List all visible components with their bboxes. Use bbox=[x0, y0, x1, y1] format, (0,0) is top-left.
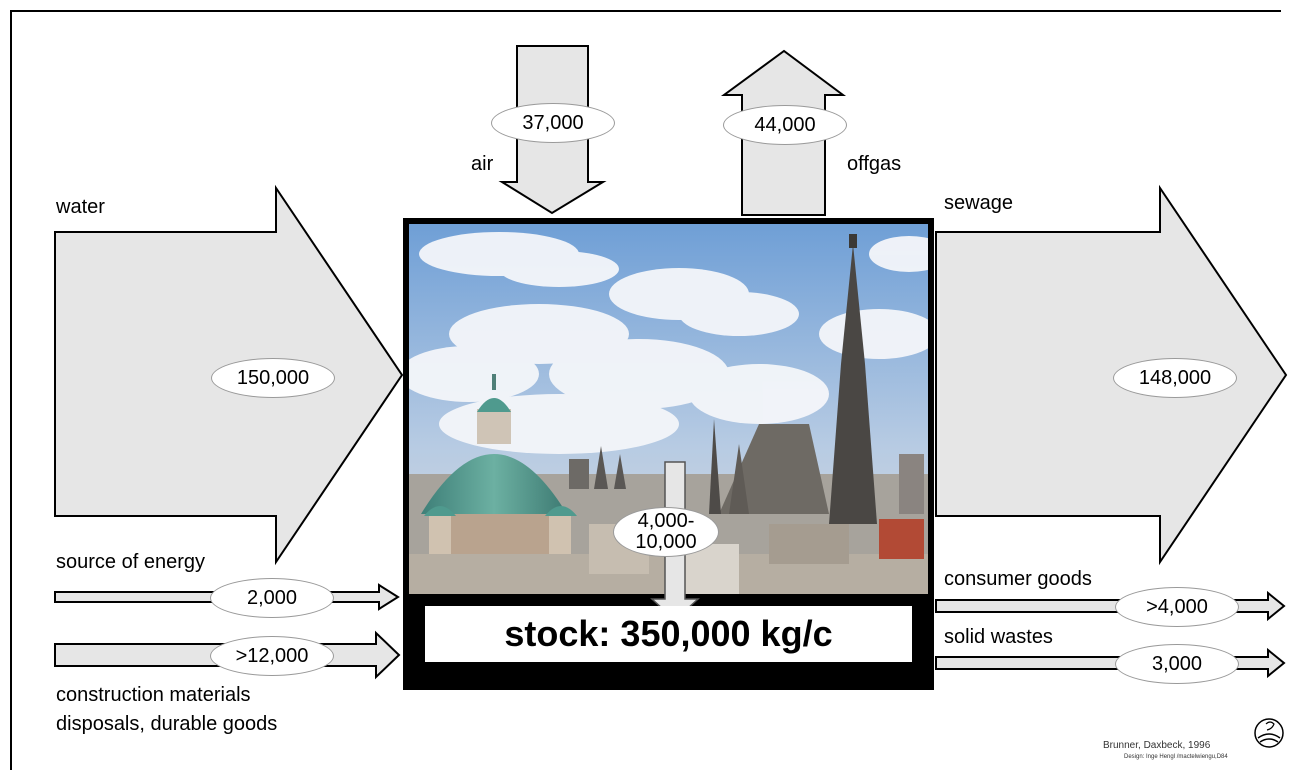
water-value: 150,000 bbox=[211, 358, 335, 398]
construction-label-line1: construction materials bbox=[56, 684, 251, 706]
city-box: stock: 350,000 kg/c bbox=[403, 218, 934, 690]
energy-label: source of energy bbox=[56, 551, 205, 573]
author-logo-icon bbox=[1254, 718, 1284, 748]
construction-value: >12,000 bbox=[210, 636, 334, 676]
solid-wastes-arrow bbox=[935, 647, 1286, 679]
consumer-goods-label: consumer goods bbox=[944, 568, 1092, 590]
air-value: 37,000 bbox=[491, 103, 615, 143]
design-credit-text: Design: Inge Hengl /mactelwiengu,D84 bbox=[1124, 754, 1228, 760]
consumer-goods-value: >4,000 bbox=[1115, 587, 1239, 627]
stock-addition-line2: 10,000 bbox=[635, 531, 697, 553]
energy-value: 2,000 bbox=[210, 578, 334, 618]
sewage-arrow bbox=[935, 184, 1288, 566]
credit-text: Brunner, Daxbeck, 1996 bbox=[1103, 740, 1211, 751]
sewage-value: 148,000 bbox=[1113, 358, 1237, 398]
offgas-value: 44,000 bbox=[723, 105, 847, 145]
slide-frame bbox=[10, 10, 1281, 770]
construction-label-line2: disposals, durable goods bbox=[56, 713, 278, 735]
solid-wastes-label: solid wastes bbox=[944, 626, 1053, 648]
stock-label: stock: 350,000 kg/c bbox=[425, 606, 912, 662]
water-label: water bbox=[56, 196, 105, 218]
consumer-goods-arrow bbox=[935, 590, 1286, 622]
stock-addition-value: 4,000- 10,000 bbox=[613, 507, 719, 557]
offgas-label: offgas bbox=[847, 153, 902, 175]
solid-wastes-value: 3,000 bbox=[1115, 644, 1239, 684]
stock-addition-line1: 4,000- bbox=[637, 510, 695, 532]
sewage-label: sewage bbox=[944, 192, 1013, 214]
air-label: air bbox=[471, 153, 494, 175]
